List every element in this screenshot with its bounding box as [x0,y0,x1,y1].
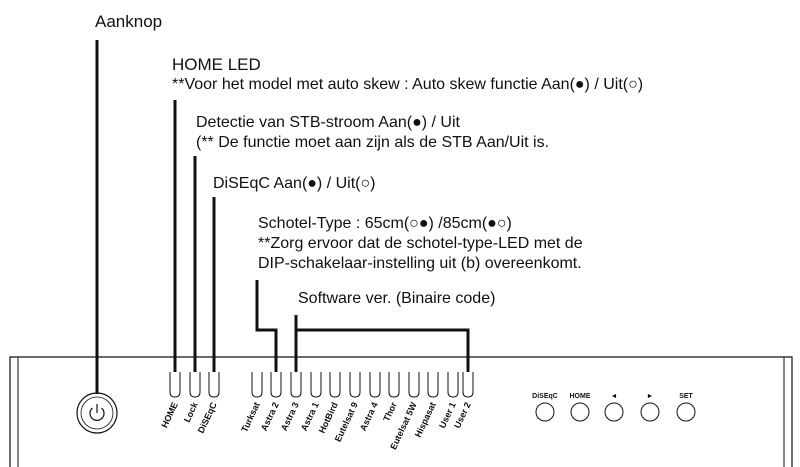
led-diseqc: DiSEqC [196,372,220,435]
diseqc-callout: DiSEqC Aan(●) / Uit(○) [213,175,376,192]
led-turksat: Turksat [239,372,263,434]
led-thor: Thor [381,372,400,423]
led-astra3-label: Astra 3 [279,401,301,433]
led-astra1: Astra 1 [299,372,322,433]
power-callout: Aanknop [95,12,163,31]
stb-detect-callout: Detectie van STB-stroom Aan(●) / Uit [196,114,460,131]
stb-detect-note: (** De functie moet aan zijn als de STB … [196,134,550,151]
left-button[interactable]: ◄ [604,393,624,422]
led-astra4: Astra 4 [358,372,381,433]
led-home: HOME [159,372,181,430]
leader-lines [95,40,470,394]
dish-note-line-1: **Zorg ervoor dat de schotel-type-LED me… [258,235,583,252]
led-home-label: HOME [159,401,179,430]
right-button-label: ► [647,393,654,400]
home-led-callout: HOME LED [172,55,261,74]
software-callout: Software ver. (Binaire code) [298,290,496,307]
diseqc-button[interactable]: DiSEqC [532,393,558,422]
device-outline [9,356,793,467]
auto-skew-note: **Voor het model met auto skew : Auto sk… [172,76,644,93]
dish-type-callout: Schotel-Type : 65cm(○●) /85cm(●○) [258,215,512,232]
led-hotbird: HotBird [317,372,341,435]
set-button[interactable]: SET [676,393,696,422]
left-button-label: ◄ [611,393,618,400]
led-lock-label: Lock [182,400,200,424]
leader-software [294,315,470,372]
right-button[interactable]: ► [640,393,660,422]
set-button-label: SET [679,393,693,400]
led-astra3: Astra 3 [279,372,302,433]
led-user2: User 2 [452,372,474,430]
led-lock: Lock [182,372,201,424]
power-icon [89,404,105,421]
led-astra4-label: Astra 4 [358,401,380,433]
home-button-label: HOME [570,393,591,400]
leader-dish-type [255,280,278,372]
home-button[interactable]: HOME [570,393,591,422]
led-thor-label: Thor [381,400,399,423]
led-astra2-label: Astra 2 [259,401,281,433]
diseqc-button-label: DiSEqC [532,393,558,400]
dish-note-line-2: DIP-schakelaar-instelling uit (b) overee… [258,255,582,272]
